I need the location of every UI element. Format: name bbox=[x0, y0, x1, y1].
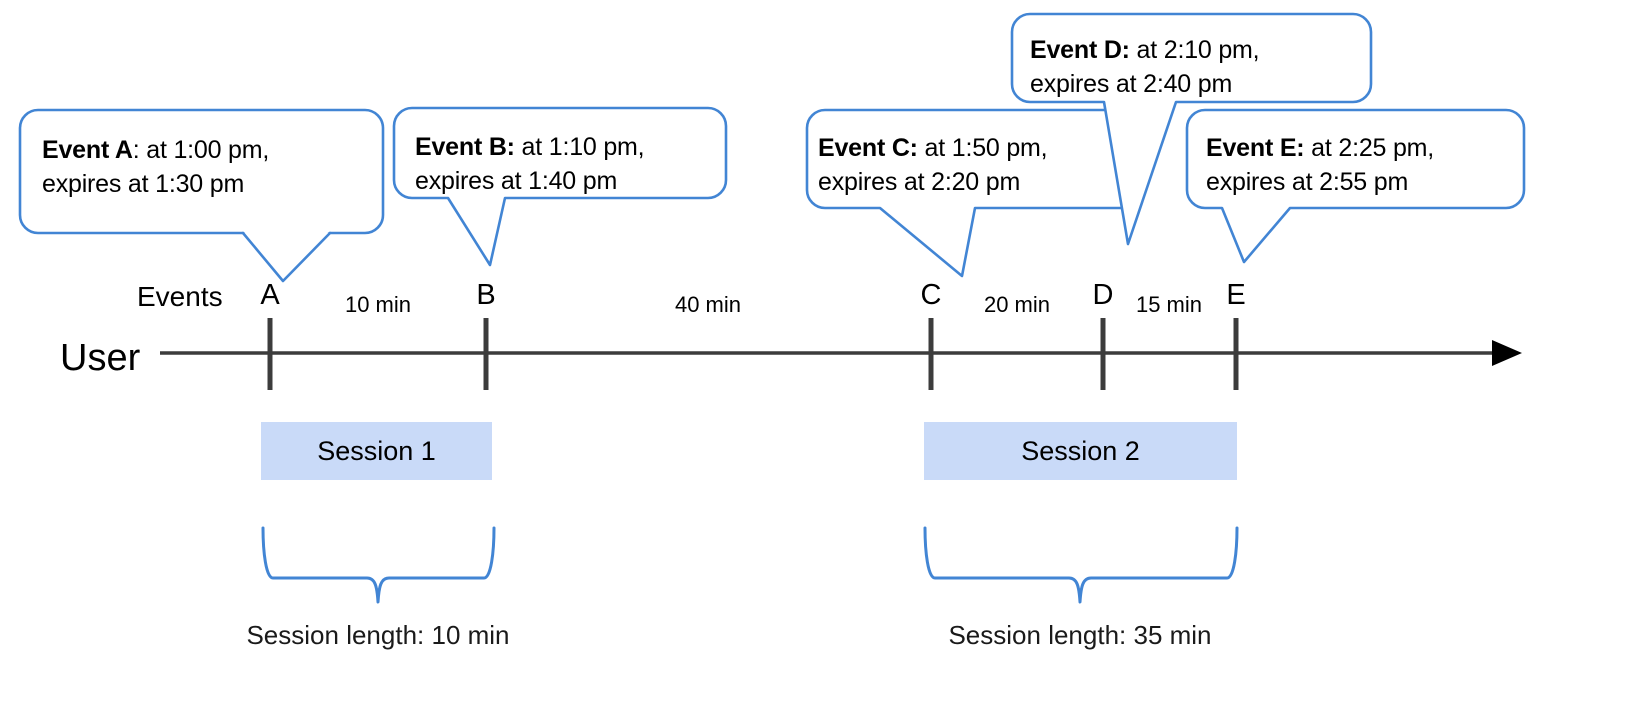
callout-text-d: Event D: at 2:10 pm, expires at 2:40 pm bbox=[1030, 33, 1260, 101]
session-box-2[interactable]: Session 2 bbox=[924, 422, 1237, 480]
session-1-label: Session 1 bbox=[317, 435, 436, 466]
callout-c-time: at 1:50 pm, bbox=[917, 134, 1048, 162]
callout-a-expiry: expires at 1:30 pm bbox=[42, 170, 245, 198]
timeline-arrow-head bbox=[1492, 340, 1522, 366]
session-1-brace bbox=[261, 526, 496, 604]
marker-label-d: D bbox=[1092, 279, 1114, 311]
session-1-length-caption: Session length: 10 min bbox=[246, 620, 510, 650]
marker-label-c: C bbox=[920, 279, 942, 311]
session-2-length-caption: Session length: 35 min bbox=[948, 620, 1212, 650]
interval-label-c-d: 20 min bbox=[983, 292, 1051, 317]
callout-c-label: Event C: bbox=[818, 134, 918, 162]
callout-text-c: Event C: at 1:50 pm, expires at 2:20 pm bbox=[818, 131, 1048, 199]
interval-label-a-b: 10 min bbox=[344, 292, 412, 317]
session-2-label: Session 2 bbox=[1021, 435, 1140, 466]
callout-b-time: at 1:10 pm, bbox=[514, 133, 645, 161]
callout-a-label: Event A bbox=[42, 136, 133, 164]
callout-e-time: at 2:25 pm, bbox=[1304, 134, 1435, 162]
callout-b-label: Event B: bbox=[415, 133, 515, 161]
callout-tail-a bbox=[241, 231, 332, 283]
callout-text-b: Event B: at 1:10 pm, expires at 1:40 pm bbox=[415, 130, 645, 198]
callout-text-a: Event A: at 1:00 pm, expires at 1:30 pm bbox=[42, 133, 269, 201]
callout-c-expiry: expires at 2:20 pm bbox=[818, 168, 1021, 196]
interval-label-d-e: 15 min bbox=[1135, 292, 1203, 317]
session-box-1[interactable]: Session 1 bbox=[261, 422, 492, 480]
marker-label-e: E bbox=[1226, 279, 1246, 311]
marker-label-a: A bbox=[260, 279, 280, 311]
callout-d-time: at 2:10 pm, bbox=[1129, 36, 1260, 64]
callout-e-expiry: expires at 2:55 pm bbox=[1206, 168, 1409, 196]
callout-text-e: Event E: at 2:25 pm, expires at 2:55 pm bbox=[1206, 131, 1434, 199]
marker-label-b: B bbox=[476, 279, 496, 311]
callout-d-label: Event D: bbox=[1030, 36, 1130, 64]
session-2-brace bbox=[923, 526, 1239, 604]
callout-a-time: : at 1:00 pm, bbox=[132, 136, 270, 164]
callout-d-expiry: expires at 2:40 pm bbox=[1030, 70, 1233, 98]
user-row-label: User bbox=[60, 337, 141, 379]
events-row-label: Events bbox=[137, 281, 223, 312]
interval-label-b-c: 40 min bbox=[674, 292, 742, 317]
callout-b-expiry: expires at 1:40 pm bbox=[415, 167, 618, 195]
callout-e-label: Event E: bbox=[1206, 134, 1305, 162]
